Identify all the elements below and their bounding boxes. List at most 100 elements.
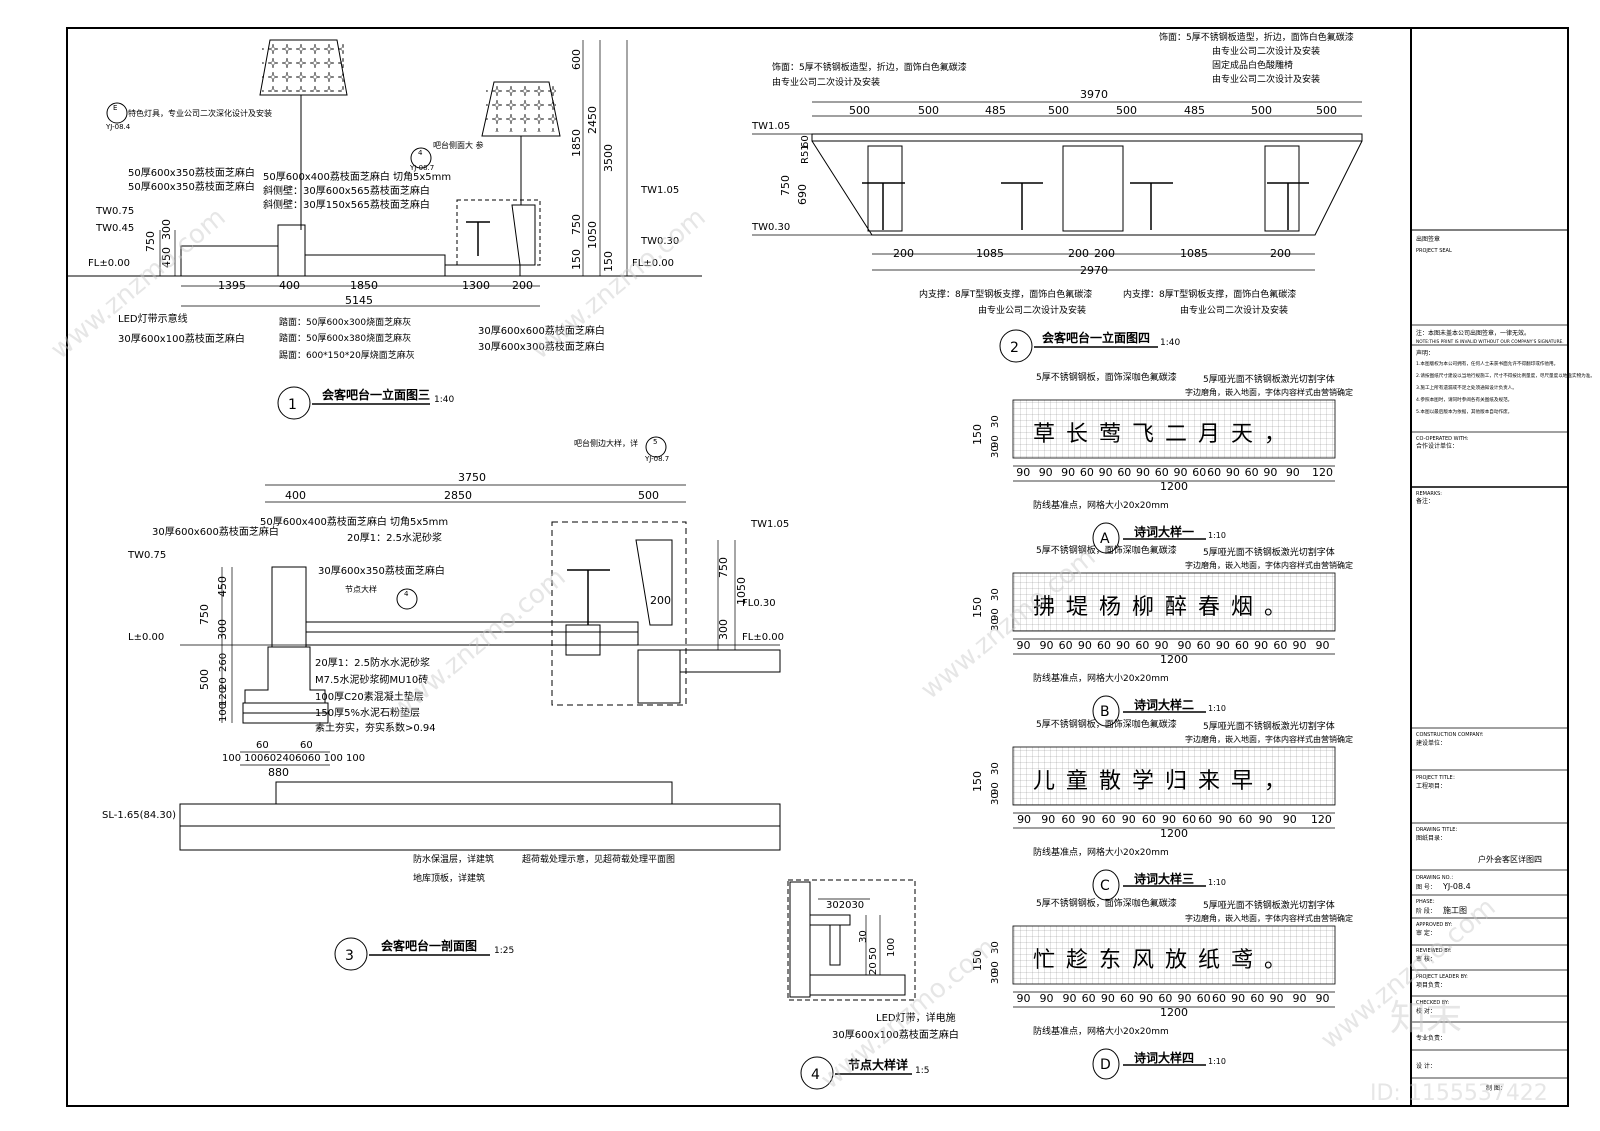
view1-dim-v2450: 2450	[586, 106, 599, 134]
view3-dim-v20: 20	[218, 677, 229, 690]
view3-w3: 超荷载处理示意，见超荷载处理平面图	[522, 853, 675, 865]
poem-h150: 150	[971, 950, 984, 971]
view2-b3: 内支撑：8厚T型钢板支撑，面饰白色氟碳漆	[1123, 288, 1296, 300]
view1-scale: 1:40	[434, 395, 454, 405]
view1-step1: 踏面：50厚600x300烧面芝麻灰	[279, 316, 411, 328]
poem-note2: 5厚哑光面不锈钢板激光切割字体	[1203, 899, 1335, 911]
tb-phase-en: PHASE：	[1416, 899, 1438, 905]
tb-checked-cn: 校 对：	[1416, 1007, 1436, 1015]
view2-dim-s5: 485	[1184, 104, 1205, 117]
view1-dim-200: 200	[512, 279, 533, 292]
elevation-view-1: 会客吧台一立面图三 1:40 1 E YJ-08.4 特色灯具，专业公司二次深化…	[67, 39, 702, 420]
view2-dim-s1: 500	[918, 104, 939, 117]
poem-h30a: 30	[990, 618, 1001, 631]
view2-dim-b1: 1085	[976, 247, 1004, 260]
poem-col-dim: 60	[1059, 639, 1073, 652]
view1-label-top2: 50厚600x350荔枝面芝麻白	[128, 180, 255, 193]
view2-dim-bot-total: 2970	[1080, 264, 1108, 277]
poem-col-dim: 90	[1178, 992, 1192, 1005]
view2-scale: 1:40	[1160, 338, 1180, 348]
view1-r1: 30厚600x600荔枝面芝麻白	[478, 324, 605, 337]
poem-col-dim: 90	[1017, 639, 1031, 652]
view2-note3: 饰面：5厚不锈钢板造型，折边，面饰白色氟碳漆	[1159, 31, 1354, 43]
poem-total-dim: 1200	[1160, 1006, 1188, 1019]
watermark-text-5: www.znzmo.com	[815, 932, 1001, 1095]
tb-decl-item: 4.参照本图时，请同时参阅各有关图纸及规范。	[1416, 396, 1512, 403]
view1-dim-v150: 150	[570, 249, 583, 270]
view2-note1: 饰面：5厚不锈钢板造型，折边，面饰白色氟碳漆	[772, 61, 967, 73]
poem-note1: 5厚不锈钢钢板，面饰深咖色氟碳漆	[1036, 544, 1177, 556]
view1-number: 1	[288, 397, 297, 413]
poem-note3: 字边磨角，嵌入地面，字体内容样式由营销确定	[1185, 560, 1353, 570]
poem-col-dim: 90	[1040, 992, 1054, 1005]
tb-designed-cn: 设 计：	[1416, 1062, 1436, 1070]
view1-dim-v750: 750	[570, 214, 583, 235]
view2-note5: 固定成品白色酸雕椅	[1212, 59, 1293, 71]
poem-col-dim: 90	[1293, 992, 1307, 1005]
tb-coop-cn: 合作设计单位：	[1416, 442, 1458, 450]
poem-col-dim: 60	[1120, 992, 1134, 1005]
view1-lamp-note: 特色灯具，专业公司二次深化设计及安装	[128, 108, 272, 118]
poem-col-dim: 90	[1136, 466, 1150, 479]
view3-ref-tag: 5	[653, 438, 657, 446]
tb-approved-en: APPROVED BY:	[1416, 922, 1452, 928]
poem-col-dim: 90	[1259, 813, 1273, 826]
view3-dim-v500: 500	[198, 669, 211, 690]
view3-dim-880: 880	[268, 766, 289, 779]
tb-project-en: PROJECT TITLE：	[1416, 775, 1458, 781]
poem-col-dim: 90	[1063, 992, 1077, 1005]
poem-note3: 字边磨角，嵌入地面，字体内容样式由营销确定	[1185, 387, 1353, 397]
view3-fl000: FL±0.00	[742, 632, 784, 643]
view3-m1: 20厚1：2.5防水水泥砂浆	[315, 656, 430, 669]
poem-grid-note: 防线基准点，网格大小20x20mm	[1033, 1025, 1169, 1037]
poem-h30b: 30	[990, 762, 1001, 775]
view4-led: LED灯带，详电施	[876, 1011, 956, 1024]
view1-step2: 踏面：50厚600x380烧面芝麻灰	[279, 332, 411, 344]
view1-r2: 30厚600x300荔枝面芝麻白	[478, 340, 605, 353]
poem-h30a: 30	[990, 792, 1001, 805]
poem-title: 诗词大样二	[1134, 697, 1194, 712]
tb-reviewed-en: REVIEWED BY:	[1416, 948, 1452, 954]
view3-m4: 150厚5%水泥石粉垫层	[315, 706, 420, 719]
poem-col-dim: 60	[1155, 466, 1169, 479]
view3-ref-ref: YJ-08.7	[644, 455, 669, 463]
poem-col-dim: 60	[1080, 466, 1094, 479]
poem-col-dim: 90	[1122, 813, 1136, 826]
view3-dim-v1050: 1050	[735, 577, 748, 605]
poem-scale: 1:10	[1208, 1057, 1226, 1066]
poem-col-dim: 60	[1135, 639, 1149, 652]
tb-seal-cn: 出图签章	[1416, 235, 1440, 243]
poem-scale: 1:10	[1208, 704, 1226, 713]
sheet-border	[66, 27, 1569, 1107]
view4-dim-20: 20	[868, 962, 879, 975]
view1-dim-1395: 1395	[218, 279, 246, 292]
poem-col-dim: 60	[1117, 466, 1131, 479]
poem-col-dim: 90	[1316, 639, 1330, 652]
view4-number: 4	[811, 1067, 820, 1083]
view2-dim-r51: R51	[800, 144, 811, 164]
poem-col-dim: 90	[1016, 466, 1030, 479]
tb-declarations: 1.本图版权为本公司拥有，任何人士未获书面允许不得翻印或作他用。2.请按图纸尺寸…	[1416, 360, 1595, 415]
title-block: 出图签章 PROJECT SEAL 注：本图未盖本公司出图签章，一律无效。 NO…	[1411, 229, 1595, 1092]
tb-dno-en: DRAWING NO.：	[1416, 875, 1456, 881]
poem-col-dim: 60	[1198, 813, 1212, 826]
poem-col-dim: 90	[1316, 992, 1330, 1005]
tb-drawing-cn: 图纸目录：	[1416, 834, 1446, 842]
poem-scale: 1:10	[1208, 878, 1226, 887]
poem-col-dim: 90	[1263, 466, 1277, 479]
poem-text: 拂 堤 杨 柳 醉 春 烟 。	[1033, 595, 1288, 620]
poem-col-dim: 60	[1158, 992, 1172, 1005]
poem-grid-note: 防线基准点，网格大小20x20mm	[1033, 672, 1169, 684]
poem-col-dim: 120	[1311, 813, 1332, 826]
watermark-text-4: www.znzmo.com	[385, 562, 571, 725]
view1-dim-450: 450	[160, 247, 173, 268]
tb-drawing-en: DRAWING TITLE：	[1416, 827, 1460, 833]
view1-tw075: TW0.75	[95, 206, 134, 217]
tb-decl-item: 5.本图以最后版本为依据，其他版本自动作废。	[1416, 408, 1512, 415]
tb-phase-cn: 阶 段：	[1416, 907, 1436, 915]
view3-sl: SL-1.65(84.30)	[102, 810, 176, 821]
poem-col-dim: 90	[1039, 466, 1053, 479]
tb-major-cn: 专业负责：	[1416, 1034, 1446, 1042]
view1-label-top4: 斜侧壁：30厚600x565荔枝面芝麻白	[263, 184, 430, 197]
tb-note-cn: 注：本图未盖本公司出图签章，一律无效。	[1416, 329, 1530, 337]
